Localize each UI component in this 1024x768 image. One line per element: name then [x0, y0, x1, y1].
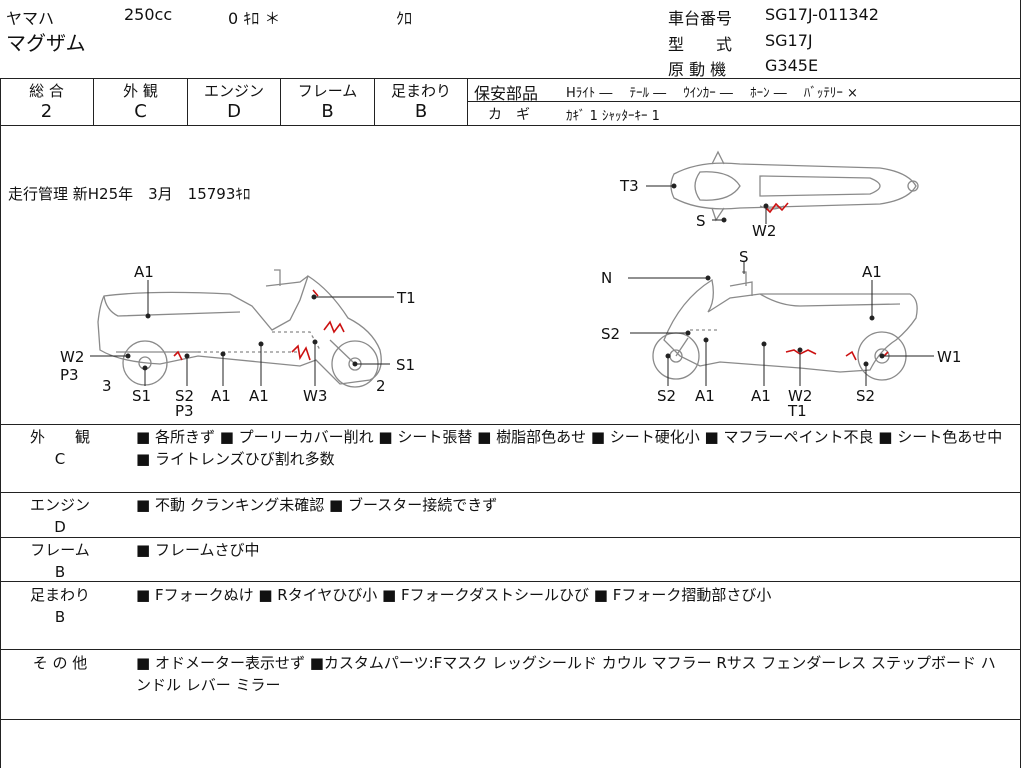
grade-suspension-label: 足まわり [390, 82, 451, 100]
safety-items: Hﾗｲﾄ ― ﾃｰﾙ ― ｳｲﾝｶｰ ― ﾎｰﾝ ― ﾊﾞｯﾃﾘｰ × [566, 86, 858, 101]
label-left-t1: T1 [396, 289, 416, 307]
section-frame-label: フレーム B [0, 539, 120, 583]
section-exterior-text: ■ 各所きず ■ プーリーカバー削れ ■ シート張替 ■ 樹脂部色あせ ■ シー… [136, 428, 1003, 468]
key-value: ｶｷﾞ 1 ｼｬｯﾀｰｷｰ 1 [566, 109, 660, 124]
label-right-bottom-a1a: A1 [695, 387, 715, 405]
label-left-bottom-a1b: A1 [249, 387, 269, 405]
section-engine-text: ■ 不動 クランキング未確認 ■ ブースター接続できず [136, 496, 498, 514]
frame-border-left [0, 78, 1, 768]
damage-marks [173, 202, 889, 361]
divider [0, 424, 1021, 425]
label-left-bottom-s1: S1 [132, 387, 151, 405]
safety-label: 保安部品 [474, 84, 539, 103]
label-right-bottom-s2b: S2 [856, 387, 875, 405]
label-top-t3: T3 [619, 177, 639, 195]
section-suspension-text: ■ Fフォークぬけ ■ Rタイヤひび小 ■ Fフォークダストシールひび ■ Fフ… [136, 586, 772, 604]
section-suspension-grade: B [54, 608, 66, 626]
divider [0, 125, 1021, 126]
grade-frame-label: フレーム [297, 82, 358, 100]
grade-engine-value: D [227, 101, 241, 122]
grade-overall-value: 2 [40, 101, 53, 122]
divider [374, 78, 375, 125]
label-left-a1: A1 [134, 263, 154, 281]
mileage-record: 走行管理 新H25年 3月 15793ｷﾛ [8, 185, 251, 203]
label-left-3: 3 [102, 377, 112, 395]
section-other-label: そ の 他 [0, 652, 120, 674]
section-exterior-title: 外 観 [29, 428, 90, 446]
label-left-bottom-a1a: A1 [211, 387, 231, 405]
divider [0, 78, 1021, 79]
section-frame-grade: B [54, 563, 66, 581]
label-left-bottom-w3: W3 [303, 387, 327, 405]
engine-label: 原 動 機 [668, 60, 727, 79]
type-value: SG17J [765, 31, 813, 50]
maker: ヤマハ [6, 9, 55, 28]
frame-border-right [1020, 0, 1021, 768]
section-other-text: ■ オドメーター表示せず ■カスタムパーツ:Fマスク レッグシールド カウル マ… [136, 654, 996, 694]
scooter-diagram: T3 S W2 A1 T1 W2 P3 S1 3 2 S1 S2 P3 A1 A… [60, 150, 961, 420]
label-right-s: S [739, 248, 749, 266]
type-label: 型 式 [668, 35, 733, 54]
mileage-short: 0 ｷﾛ ＊ [228, 9, 281, 28]
scooter-right-view [652, 271, 918, 381]
label-right-a1: A1 [862, 263, 882, 281]
section-engine-label: エンジン D [0, 494, 120, 538]
section-frame-text: ■ フレームさび中 [136, 541, 260, 559]
label-right-s2: S2 [601, 325, 620, 343]
label-left-p3: P3 [60, 366, 79, 384]
label-right-bottom-w2: W2 [788, 387, 812, 405]
frame-no: SG17J-011342 [765, 5, 879, 24]
section-engine-grade: D [54, 518, 66, 536]
key-label: カ ギ [488, 107, 530, 123]
divider [280, 78, 281, 125]
frame-no-label: 車台番号 [668, 9, 733, 28]
divider [187, 78, 188, 125]
divider [0, 649, 1021, 650]
label-top-w2: W2 [752, 222, 776, 240]
grade-suspension-value: B [414, 101, 428, 122]
grade-exterior-value: C [134, 101, 147, 122]
label-right-bottom-t1: T1 [787, 402, 807, 420]
divider [0, 492, 1021, 493]
label-right-w1: W1 [937, 348, 961, 366]
grade-exterior-label: 外 観 [123, 82, 158, 100]
section-engine-title: エンジン [29, 496, 90, 514]
section-exterior-grade: C [54, 450, 66, 468]
model-name: マグザム [6, 31, 86, 55]
divider [467, 78, 468, 125]
label-top-s: S [696, 212, 706, 230]
section-exterior-label: 外 観 C [0, 426, 120, 470]
divider [468, 101, 1021, 102]
divider [93, 78, 94, 125]
displacement: 250cc [124, 5, 173, 24]
grade-overall-label: 総 合 [29, 82, 64, 100]
divider [0, 537, 1021, 538]
label-left-bottom-p3: P3 [175, 402, 194, 420]
divider [0, 581, 1021, 582]
label-left-w2: W2 [60, 348, 84, 366]
label-right-bottom-a1b: A1 [751, 387, 771, 405]
section-frame-title: フレーム [30, 541, 90, 559]
label-right-bottom-s2a: S2 [657, 387, 676, 405]
label-right-n: N [601, 269, 612, 287]
section-other-title: そ の 他 [32, 654, 88, 672]
section-suspension-label: 足まわり B [0, 584, 120, 628]
grade-frame-value: B [321, 101, 334, 122]
engine-value: G345E [765, 56, 819, 75]
label-left-bottom-s2: S2 [175, 387, 194, 405]
label-left-s1: S1 [396, 356, 415, 374]
scooter-left-view [97, 269, 382, 388]
label-left-2: 2 [376, 377, 386, 395]
section-suspension-title: 足まわり [29, 586, 90, 604]
divider [0, 719, 1021, 720]
color: ｸﾛ [396, 9, 413, 28]
grade-engine-label: エンジン [203, 82, 264, 100]
scooter-top-view [670, 150, 919, 222]
